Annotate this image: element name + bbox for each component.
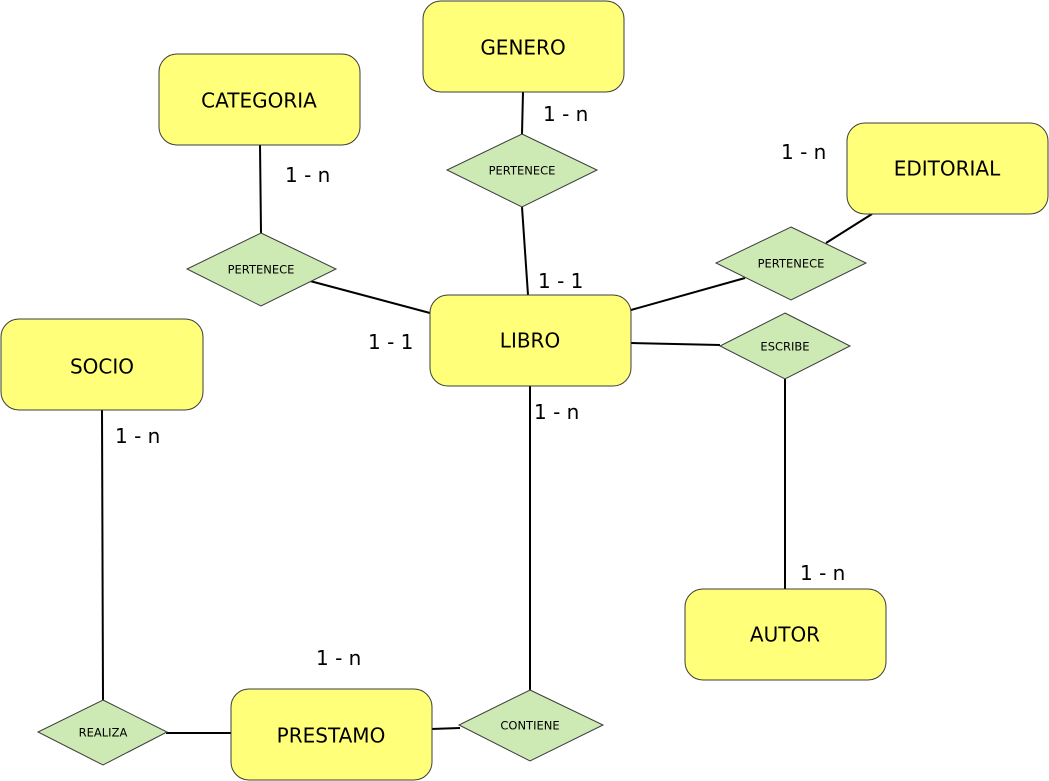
entity-label: AUTOR [750,623,820,647]
cardinality-categoria: 1 - n [285,163,330,187]
relationship-label: CONTIENE [500,719,559,733]
relationship-label: PERTENECE [489,164,556,178]
relationship-label: ESCRIBE [760,340,809,354]
edge-libro-escribe [630,342,721,346]
cardinality-editorial: 1 - n [781,140,826,164]
cardinality-socio: 1 - n [115,424,160,448]
entity-label: PRESTAMO [277,724,386,748]
cardinality-prestamo: 1 - n [316,646,361,670]
relationship-pertenece-editorial[interactable]: PERTENECE [714,226,868,301]
entity-label: CATEGORIA [201,89,317,113]
edge-socio-realiza [101,409,104,701]
entity-socio[interactable]: SOCIO [0,318,204,411]
edge-genero-pertenece [521,91,524,135]
cardinality-autor: 1 - n [800,561,845,585]
cardinality-libro-bottom: 1 - n [534,400,579,424]
relationship-pertenece-genero[interactable]: PERTENECE [445,133,599,208]
entity-label: GENERO [480,36,565,60]
cardinality-genero: 1 - n [543,102,588,126]
entity-categoria[interactable]: CATEGORIA [158,53,361,146]
entity-prestamo[interactable]: PRESTAMO [230,688,433,781]
edge-contiene-prestamo [430,727,461,730]
edge-pertenece-libro-left [309,280,431,314]
relationship-label: PERTENECE [228,263,295,277]
entity-autor[interactable]: AUTOR [684,588,887,681]
relationship-escribe[interactable]: ESCRIBE [718,312,852,380]
relationship-label: REALIZA [79,726,128,740]
edge-categoria-pertenece [259,144,262,234]
entity-editorial[interactable]: EDITORIAL [846,122,1049,215]
edge-pertenece-libro-top [521,206,529,296]
cardinality-libro-top: 1 - 1 [538,269,583,293]
entity-label: LIBRO [500,329,560,353]
entity-label: EDITORIAL [894,157,1001,181]
cardinality-libro-left: 1 - 1 [368,330,413,354]
edge-pertenece-libro-right [630,277,746,311]
entity-label: SOCIO [70,355,134,379]
relationship-label: PERTENECE [758,257,825,271]
cardinality-labels: 1 - n 1 - n 1 - n 1 - 1 1 - 1 1 - n 1 - … [115,102,845,670]
relationship-pertenece-categoria[interactable]: PERTENECE [185,232,338,307]
relationship-realiza[interactable]: REALIZA [36,699,169,766]
connectors [101,91,873,734]
relationship-contiene[interactable]: CONTIENE [457,689,605,762]
entity-genero[interactable]: GENERO [422,0,625,93]
entity-libro[interactable]: LIBRO [429,294,632,387]
edge-editorial-pertenece [825,213,873,244]
